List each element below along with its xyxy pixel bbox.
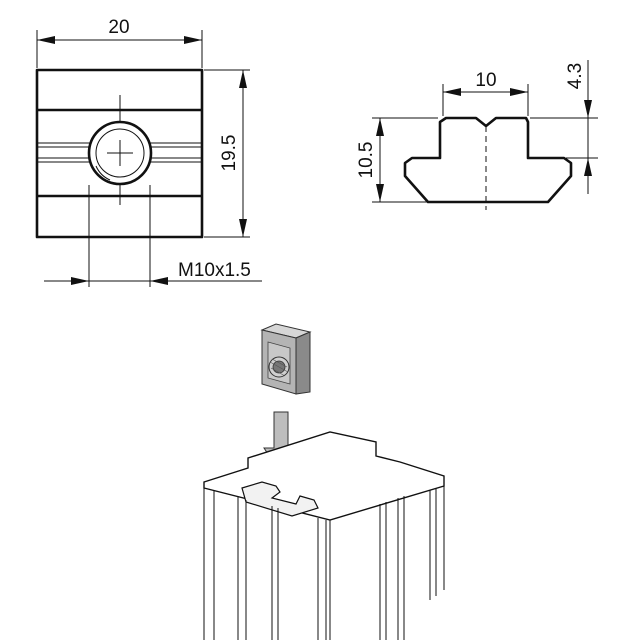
thread-hatch <box>271 358 288 368</box>
dimension-thread-label: M10x1.5 <box>178 260 251 281</box>
arrowhead <box>376 184 384 202</box>
arrowhead <box>443 88 461 96</box>
arrowhead <box>150 277 168 285</box>
arrowhead <box>584 158 592 176</box>
profile-front-edges <box>203 488 247 640</box>
profile-outline <box>403 116 573 204</box>
profile-slot <box>241 481 319 517</box>
dimension-top-depth-label: 4.3 <box>565 63 586 89</box>
arrowhead <box>584 100 592 118</box>
thread-hatch <box>269 361 289 373</box>
arrowhead <box>239 70 247 88</box>
profile-right-slot-edges <box>379 496 405 640</box>
arrowhead <box>71 277 89 285</box>
dimension-width-label: 20 <box>108 17 129 38</box>
thread-inner-circle <box>95 128 145 178</box>
nut-side-face <box>295 331 311 395</box>
arrowhead <box>184 36 202 44</box>
arrowhead <box>510 88 528 96</box>
dimension-top-width-label: 10 <box>475 70 496 91</box>
thread-arc <box>95 165 111 181</box>
profile-top-face <box>203 431 445 521</box>
profile-right-slot-edges <box>429 488 437 600</box>
top-view-outline <box>35 68 204 239</box>
profile-face-edges <box>271 506 327 640</box>
arrowhead <box>376 118 384 136</box>
arrowhead <box>239 219 247 237</box>
thread-hatch <box>270 367 286 377</box>
assembly-illustration <box>203 323 445 640</box>
top-view: 20 19.5 M10x1.5 <box>35 17 262 287</box>
arrowhead <box>37 36 55 44</box>
aluminium-profile-3d <box>203 431 445 640</box>
side-profile-view: 10 10.5 4.3 <box>356 60 598 210</box>
dimension-profile-height-label: 10.5 <box>356 142 377 179</box>
profile-right-edges <box>329 486 445 640</box>
t-nut-3d <box>260 323 312 395</box>
dimension-height-label: 19.5 <box>219 135 240 172</box>
